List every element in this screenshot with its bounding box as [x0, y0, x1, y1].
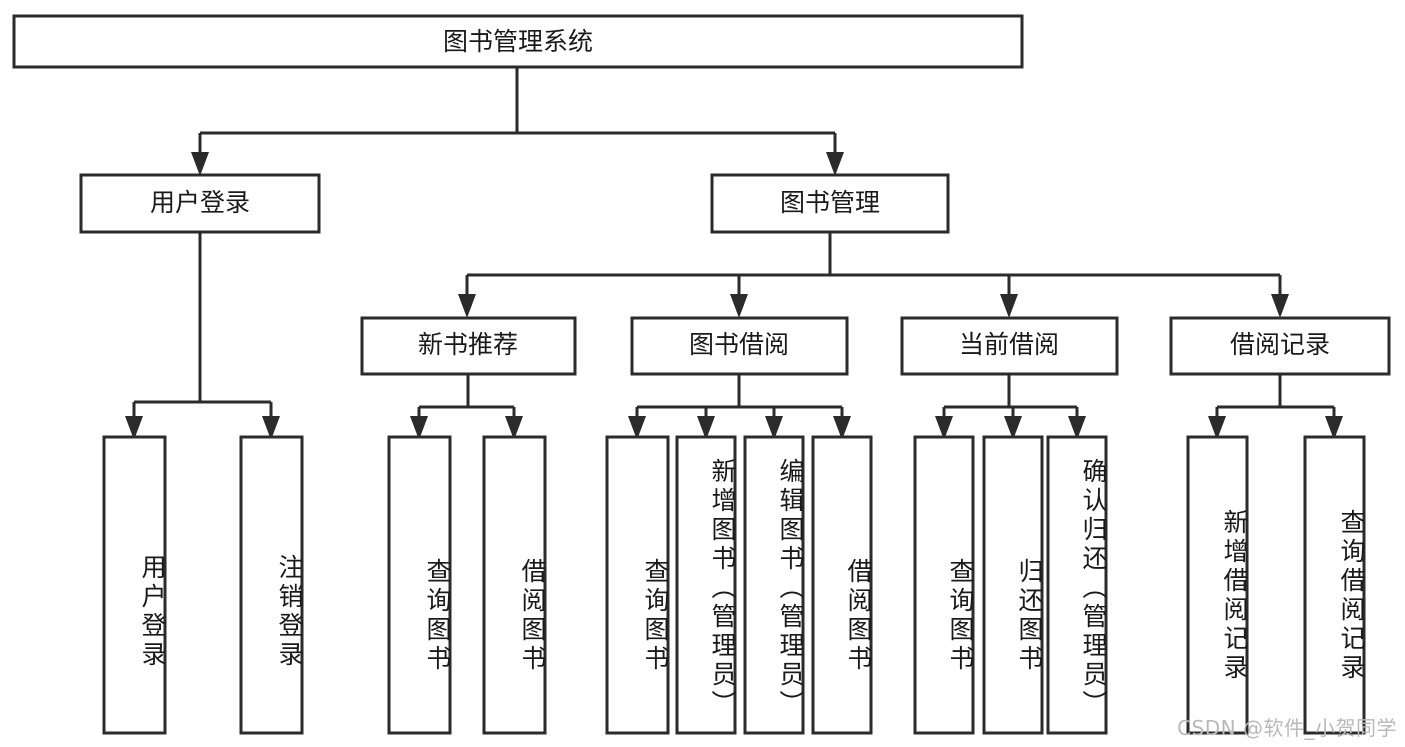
node-box-borrow-record[interactable]: [1169, 316, 1391, 376]
arrow-icon: [730, 294, 748, 318]
node-box-leaf-edit-book-admin[interactable]: [743, 435, 805, 735]
arrow-icon: [1325, 416, 1343, 440]
nodes-layer: [12, 14, 1391, 735]
node-label-book-borrow: 图书借阅: [689, 330, 789, 359]
arrow-icon: [935, 416, 953, 440]
node-box-user-login[interactable]: [79, 173, 321, 234]
node-box-new-book-recommend[interactable]: [360, 316, 577, 376]
node-label-current-borrow: 当前借阅: [959, 330, 1059, 359]
node-box-book-management[interactable]: [710, 173, 950, 234]
arrowheads-layer: [125, 152, 1343, 440]
arrow-icon: [1068, 416, 1086, 440]
node-label-root: 图书管理系统: [443, 27, 593, 56]
node-box-leaf-add-book-admin[interactable]: [675, 435, 737, 735]
arrow-icon: [826, 152, 844, 176]
arrow-icon: [458, 294, 476, 318]
watermark-text: CSDN @软件_小贺同学: [1177, 716, 1397, 740]
node-box-leaf-add-borrow-record[interactable]: [1186, 435, 1249, 735]
node-box-book-borrow[interactable]: [630, 316, 849, 376]
node-label-book-management: 图书管理: [780, 188, 880, 217]
node-box-leaf-return-book[interactable]: [982, 435, 1044, 735]
arrow-icon: [697, 416, 715, 440]
node-box-root[interactable]: [12, 14, 1024, 69]
arrow-icon: [191, 152, 209, 176]
node-box-leaf-borrow-book-new[interactable]: [482, 435, 547, 735]
arrow-icon: [410, 416, 428, 440]
node-box-leaf-user-logout[interactable]: [239, 435, 304, 735]
node-box-leaf-user-login[interactable]: [102, 435, 167, 735]
node-box-leaf-query-book-new[interactable]: [387, 435, 452, 735]
node-box-leaf-borrow-book[interactable]: [811, 435, 873, 735]
arrow-icon: [1208, 416, 1226, 440]
arrow-icon: [765, 416, 783, 440]
node-box-current-borrow[interactable]: [900, 316, 1119, 376]
node-box-leaf-confirm-return-admin[interactable]: [1046, 435, 1108, 735]
node-box-leaf-query-book-current[interactable]: [913, 435, 975, 735]
node-box-leaf-query-borrow-record[interactable]: [1303, 435, 1366, 735]
node-label-user-login: 用户登录: [150, 188, 250, 217]
arrow-icon: [1271, 294, 1289, 318]
arrow-icon: [1004, 416, 1022, 440]
node-label-borrow-record: 借阅记录: [1230, 330, 1330, 359]
node-label-new-book-recommend: 新书推荐: [418, 330, 518, 359]
arrow-icon: [833, 416, 851, 440]
arrow-icon: [628, 416, 646, 440]
arrow-icon: [1000, 294, 1018, 318]
arrow-icon: [262, 416, 280, 440]
arrow-icon: [125, 416, 143, 440]
arrow-icon: [505, 416, 523, 440]
node-box-leaf-query-book-borrow[interactable]: [605, 435, 670, 735]
labels-layer: 图书管理系统 用户登录 图书管理 新书推荐 图书借阅 当前借阅 借阅记录: [150, 27, 1330, 359]
